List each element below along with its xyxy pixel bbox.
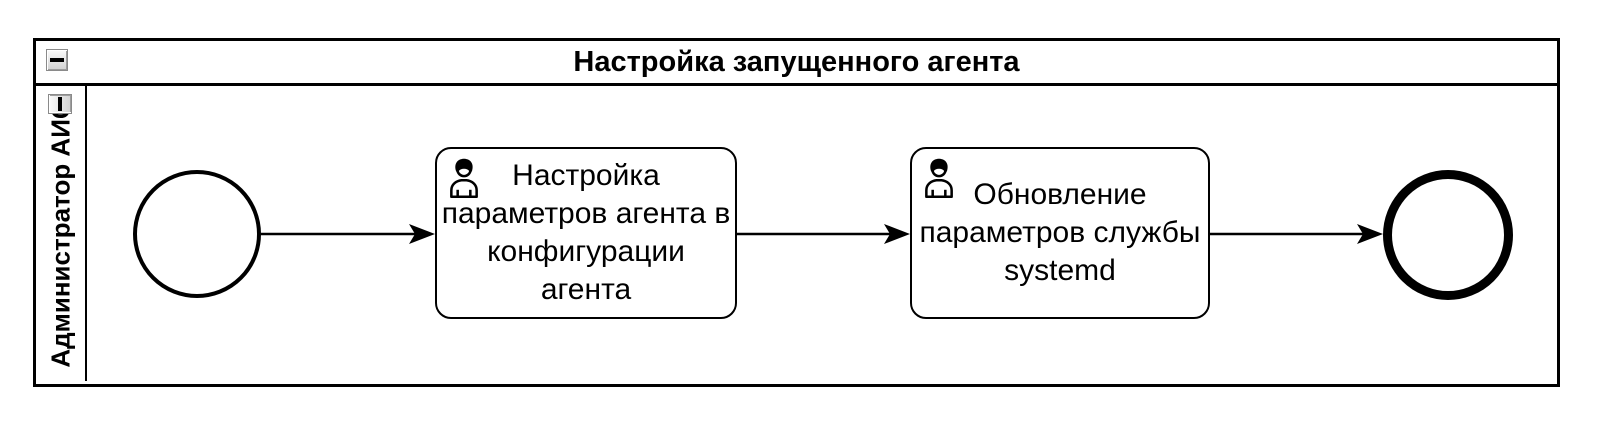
user-task-configure-agent[interactable]: Настройка параметров агента в конфигурац…	[435, 147, 737, 319]
sequence-flow-start-to-task1[interactable]	[261, 224, 435, 244]
user-icon	[925, 158, 953, 198]
sequence-flows	[261, 224, 1383, 244]
lane-header[interactable]: Администратор АИС	[36, 86, 87, 381]
lane-title: Администратор АИС	[45, 99, 75, 368]
sequence-flow-task2-to-end[interactable]	[1210, 224, 1383, 244]
end-event[interactable]	[1383, 170, 1513, 300]
minus-icon	[50, 58, 64, 62]
pool-participant[interactable]: Настройка запущенного агента Администрат…	[33, 38, 1560, 387]
lane-content: Настройка параметров агента в конфигурац…	[87, 86, 1557, 381]
pool-title: Настройка запущенного агента	[573, 45, 1020, 78]
pool-header[interactable]: Настройка запущенного агента	[36, 41, 1557, 86]
start-event[interactable]	[133, 170, 261, 298]
task-label: Обновление параметров службы systemd	[919, 178, 1201, 287]
user-task-update-systemd[interactable]: Обновление параметров службы systemd	[910, 147, 1210, 319]
minus-icon	[58, 97, 62, 111]
sequence-flow-task1-to-task2[interactable]	[737, 224, 910, 244]
user-icon	[450, 158, 478, 198]
pool-collapse-button[interactable]	[46, 49, 68, 71]
lane-collapse-button[interactable]	[48, 94, 72, 114]
pool-body: Администратор АИС	[36, 86, 1557, 381]
task-label: Настройка параметров агента в конфигурац…	[441, 159, 731, 306]
